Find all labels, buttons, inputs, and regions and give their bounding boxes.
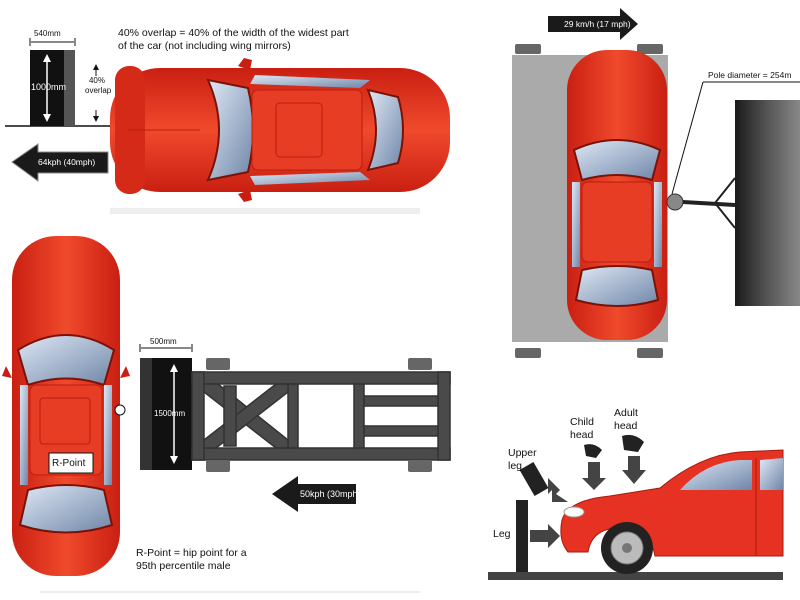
frontal-barrier-width-label: 540mm [34, 29, 61, 38]
leg-arrow [530, 524, 560, 548]
car-top-view-vertical-side [2, 236, 130, 576]
child-head-impactor [584, 444, 602, 458]
adult-head-label: Adult head [614, 407, 638, 432]
r-point-marker [114, 404, 126, 416]
leg-impactor [516, 500, 528, 572]
arrowhead-down [43, 114, 51, 122]
frontal-speed-label: 64kph (40mph) [38, 157, 96, 167]
pole-direction-arrow [548, 8, 638, 40]
r-point-label: R-Point [52, 458, 86, 469]
side-impact-test [2, 236, 451, 593]
pedestrian-protection-test [488, 434, 784, 580]
barrier-face [64, 50, 75, 126]
pole-mount-wall [735, 100, 800, 306]
car-side-view [560, 449, 784, 574]
trolley-frame [191, 371, 451, 461]
side-barrier-height-label: 1500mm [154, 409, 186, 418]
r-point-definition: R-Point = hip point for a 95th percentil… [136, 547, 247, 572]
frontal-barrier-height-label: 1000mm [31, 82, 67, 92]
r-point-box [48, 452, 94, 474]
side-speed-label: 50kph (30mph) [300, 489, 361, 499]
side-direction-arrow [272, 476, 356, 512]
pole-speed-label: 29 km/h (17 mph) [564, 19, 631, 29]
overlap-definition: 40% overlap = 40% of the width of the wi… [118, 27, 349, 52]
pole [666, 193, 684, 211]
upper-leg-label: Upper leg [508, 447, 537, 472]
upper-leg-impactor [519, 462, 549, 496]
frontal-offset-test [5, 38, 450, 214]
adult-head-impactor [622, 434, 644, 452]
overlap-pct-label: 40%overlap [85, 76, 112, 95]
side-barrier-width-label: 500mm [150, 337, 177, 346]
car-top-view-vertical-pole [567, 50, 667, 340]
direction-arrow-left [11, 143, 109, 182]
ground-strip [488, 572, 783, 580]
arrowhead-up [43, 54, 51, 62]
pole-diameter-label: Pole diameter = 254m [708, 70, 792, 80]
car-top-view-horizontal [110, 58, 450, 202]
pole-side-impact-test [512, 8, 800, 358]
leg-label: Leg [493, 528, 511, 540]
child-head-label: Child head [570, 416, 594, 441]
